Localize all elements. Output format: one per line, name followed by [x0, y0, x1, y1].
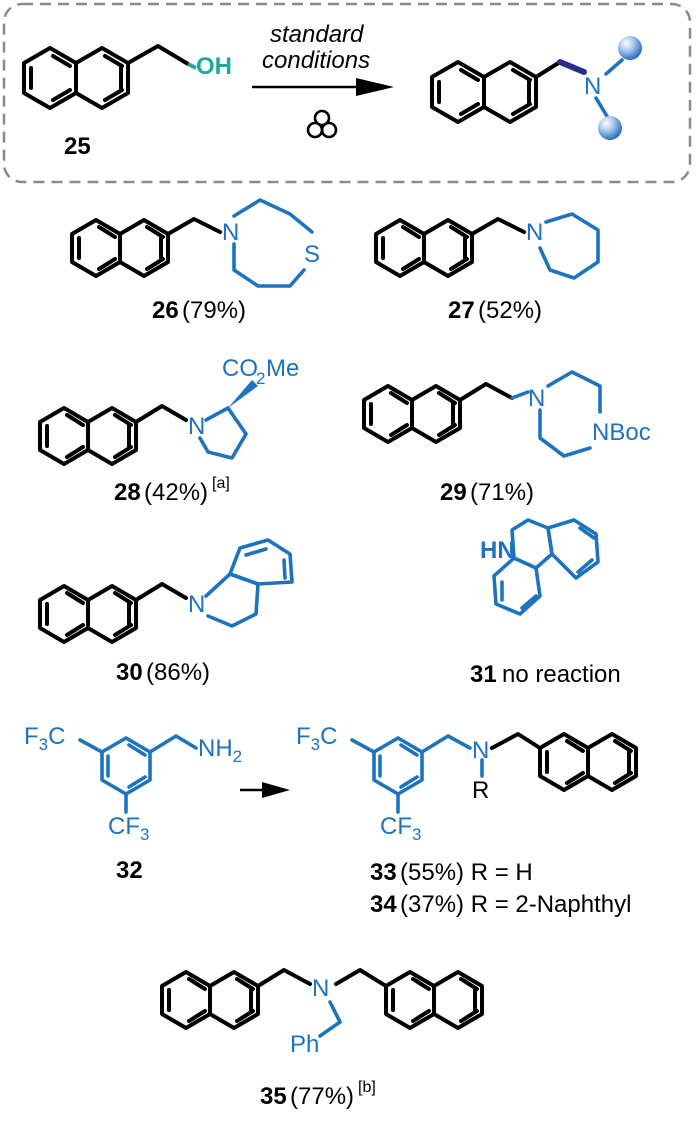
hydroxyl-label: OH [196, 53, 232, 80]
piperazine-ring-29 [510, 370, 602, 458]
compound-29-yield: (71%) [470, 479, 534, 506]
carbazole-31 [492, 518, 600, 616]
compound-30-yield: (86%) [146, 659, 210, 686]
compound-27-id: 27 [448, 297, 475, 324]
compound-33-text: (55%) R = H [400, 859, 533, 886]
stereo-wedge-28 [228, 380, 258, 408]
aryl-ring-33 [350, 734, 484, 814]
oh-bond [187, 62, 197, 70]
ester-sub2-28: 2 [256, 369, 265, 388]
n-substituent-bond-2 [594, 96, 610, 120]
compound-32-id: 32 [116, 857, 143, 884]
f3c-32: F3C [24, 723, 65, 754]
new-c-n-bond [557, 59, 587, 75]
ester-co-28: CO [222, 355, 258, 382]
general-reaction-frame [2, 2, 692, 184]
naphthalene-ring-28 [38, 404, 188, 466]
r-atom-33: R [472, 777, 489, 804]
substituent-ball-2 [598, 116, 622, 140]
hn-label-31: HN [480, 537, 515, 564]
compound-29-id: 29 [440, 479, 467, 506]
naphthalene-ring-26 [70, 217, 222, 278]
compound-31-id: 31 [470, 661, 497, 688]
aryl-ring-32 [78, 734, 198, 814]
s-atom-26: S [304, 241, 320, 268]
n-atom-35: N [312, 975, 329, 1002]
benzyl-arm-35 [318, 1000, 342, 1038]
product-n-atom: N [584, 73, 601, 100]
compound-28-footnote: [a] [212, 475, 230, 492]
n-atom-27: N [526, 219, 543, 246]
compound-30-id: 30 [116, 659, 143, 686]
compound-35-footnote: [b] [358, 1079, 376, 1096]
naphthalene-ring-29 [362, 382, 514, 444]
conditions-line2: conditions [262, 47, 370, 74]
indoline-ring-30 [204, 538, 294, 628]
reaction-arrow-2-head [262, 782, 290, 798]
naphthalene-ring-35-right [334, 968, 484, 1030]
substituent-ball-1 [618, 36, 642, 60]
n-atom-33: N [472, 737, 489, 764]
n-atom-30: N [188, 591, 205, 618]
compound-35-yield: (77%) [290, 1083, 354, 1110]
nboc-label-29: NBoc [592, 419, 651, 446]
compound-26-id: 26 [152, 297, 179, 324]
conditions-line1: standard [270, 21, 364, 48]
naphthalene-ring-33 [490, 732, 638, 792]
reaction-arrow-head [356, 78, 394, 96]
cf3-33: CF3 [380, 813, 421, 844]
cf3-32: CF3 [108, 813, 149, 844]
naphthalene-ring-30 [38, 582, 188, 644]
thiomorpholine-ring-26 [232, 198, 314, 288]
compound-35-id: 35 [260, 1083, 287, 1110]
compound-31-note: no reaction [502, 661, 621, 688]
compound-28-yield: (42%) [144, 479, 208, 506]
compound-28-id: 28 [114, 479, 141, 506]
f3c-33: F3C [296, 723, 337, 754]
naphthalene-ring-25 [22, 44, 190, 110]
naphthalene-ring-35-left [160, 968, 312, 1030]
compound-34-text: (37%) R = 2-Naphthyl [400, 891, 631, 918]
n-atom-28: N [188, 413, 205, 440]
n-atom-26: N [222, 219, 239, 246]
ph-label-35: Ph [290, 1031, 319, 1058]
ester-me-28: Me [266, 355, 299, 382]
compound-27-yield: (52%) [478, 297, 542, 324]
catalyst-trefoil-icon [306, 109, 338, 139]
pyrrolidine-ring-28 [198, 406, 248, 460]
compound-25-label: 25 [64, 133, 91, 160]
piperidine-ring-27 [538, 212, 600, 280]
compound-34-id: 34 [370, 891, 397, 918]
n-substituent-bond-1 [604, 58, 624, 76]
naphthalene-ring-27 [374, 217, 526, 278]
n-atom-29: N [528, 385, 545, 412]
compound-26-yield: (79%) [182, 297, 246, 324]
compound-33-id: 33 [370, 859, 397, 886]
nh2-32: NH2 [198, 735, 242, 766]
naphthalene-ring-product [430, 60, 562, 124]
